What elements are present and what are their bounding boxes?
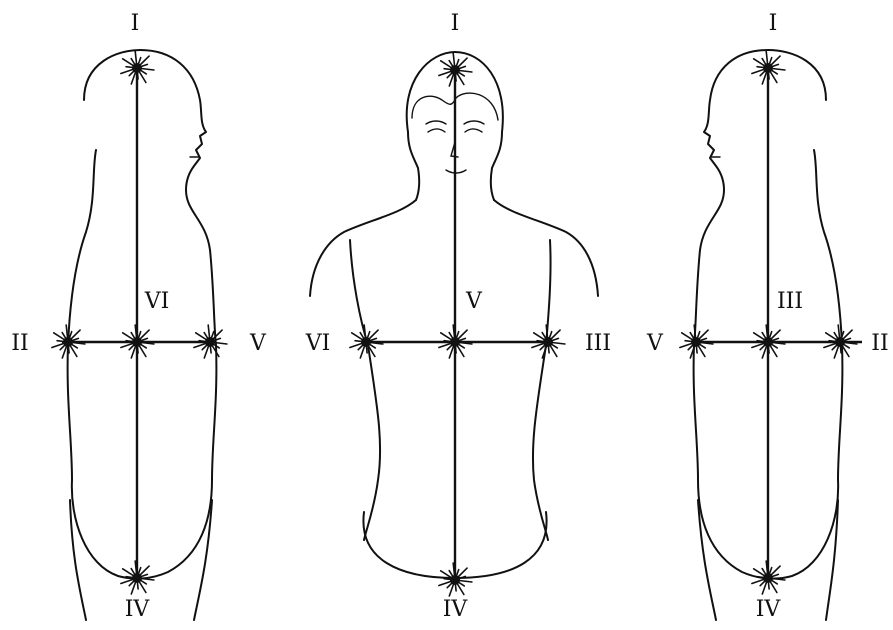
figure-1-label-bottom: IV <box>125 597 151 622</box>
figure-3-right-leg <box>826 500 838 620</box>
figure-1-label-center: VI <box>144 289 170 314</box>
figure-2-right-brow <box>464 121 484 124</box>
figure-2-label-right: III <box>585 331 611 356</box>
figure-3-label-bottom: IV <box>756 597 782 622</box>
figure-1-right-leg <box>194 500 212 620</box>
figure-1-left-leg <box>70 500 86 620</box>
figure-2-torso-left <box>350 240 380 540</box>
figure-2-label-top: I <box>451 11 460 36</box>
figure-3-left-leg <box>698 500 716 620</box>
figure-2-torso-right <box>533 240 551 540</box>
figure-1-label-left: II <box>11 331 28 356</box>
figure-1-burst-top <box>121 51 154 84</box>
figure-2-left-eye <box>428 129 445 132</box>
figure-1-label-right: V <box>249 331 267 356</box>
figure-front <box>310 52 598 578</box>
figure-2-label-center: V <box>465 289 483 314</box>
figure-1-label-top: I <box>131 11 140 36</box>
figure-2-face-left <box>408 132 419 200</box>
figure-3-label-center: III <box>777 289 803 314</box>
figure-1-outline <box>68 50 217 579</box>
figure-2-right-eye <box>465 129 482 132</box>
figure-2-burst-top <box>439 53 472 86</box>
figure-2-label-bottom: IV <box>443 597 469 622</box>
figure-3-label-top: I <box>769 11 778 36</box>
figure-3-label-left: V <box>646 331 664 356</box>
figure-2-left-brow <box>426 121 446 124</box>
figure-3-burst-top <box>752 51 785 84</box>
figure-2-label-left: VI <box>305 331 331 356</box>
figure-3-label-right: II <box>871 331 888 356</box>
